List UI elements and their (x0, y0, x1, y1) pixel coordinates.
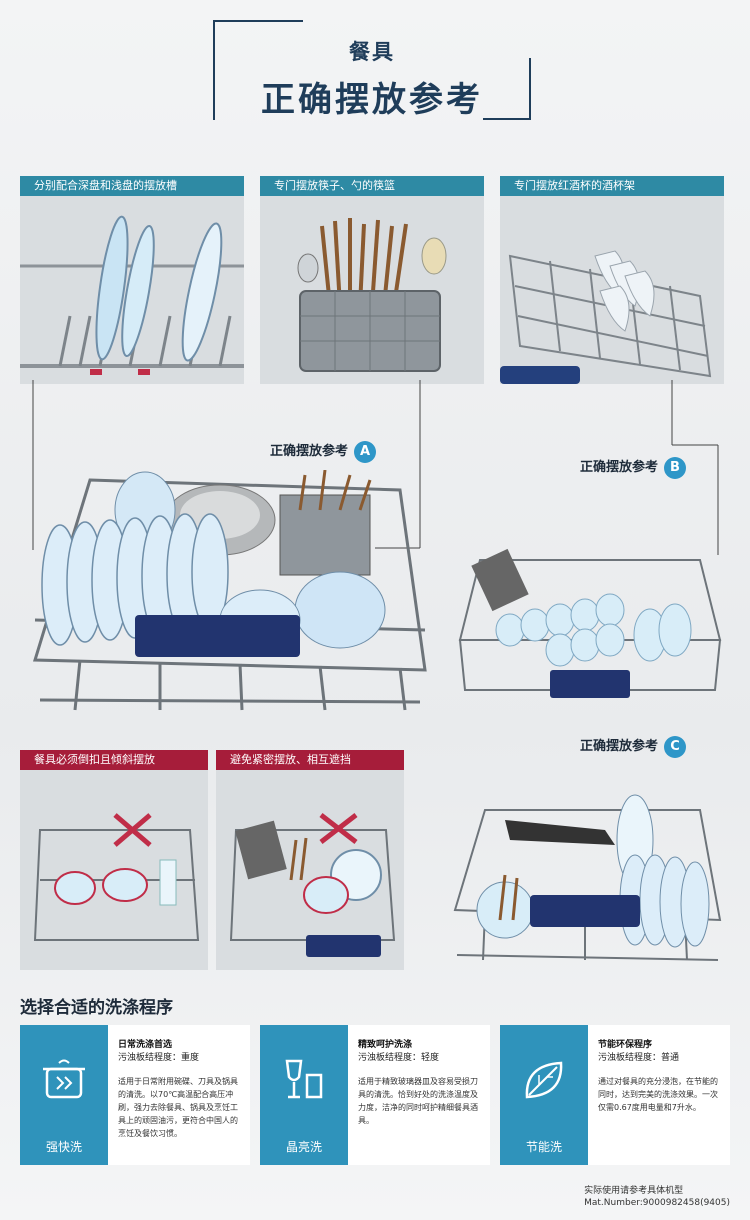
program-soil-level: 污浊板结程度：普通 (598, 1053, 680, 1063)
lower-rack-c-illustration (453, 794, 722, 961)
crowded-placement-illustration (229, 813, 396, 957)
reference-c-text: 正确摆放参考 (580, 739, 659, 754)
program-card-side: 晶亮洗 (260, 1025, 348, 1165)
frame-line (213, 20, 303, 22)
reference-b-label: 正确摆放参考 B (580, 456, 687, 479)
program-title: 精致呵护洗涤 (358, 1040, 413, 1050)
panel-header: 专门摆放筷子、勺的筷篮 (260, 176, 484, 196)
connector-lines (32, 380, 719, 555)
program-card-strong[interactable]: 强快洗 日常洗涤首选 污浊板结程度：重度 适用于日常附用碗碟、刀具及锅具的清洗。… (20, 1025, 250, 1165)
wine-rack-illustration (500, 250, 712, 384)
badge-b: B (664, 456, 687, 479)
program-details: 日常洗涤首选 污浊板结程度：重度 适用于日常附用碗碟、刀具及锅具的清洗。以70℃… (118, 1039, 243, 1140)
title-frame: 餐具 正确摆放参考 (213, 20, 531, 120)
program-name: 节能洗 (525, 1140, 562, 1154)
footnote-line: 实际使用请参考具体机型 (584, 1186, 684, 1196)
program-name: 晶亮洗 (285, 1140, 322, 1154)
page-title: 正确摆放参考 (261, 80, 483, 120)
programs-title: 选择合适的洗涤程序 (20, 998, 173, 1018)
program-description: 适用于日常附用碗碟、刀具及锅具的清洗。以70℃高温配合高压冲刷，强力去除餐具、锅… (118, 1077, 238, 1138)
reference-b-text: 正确摆放参考 (580, 460, 659, 475)
plate-rack-illustration (20, 215, 244, 375)
program-card-side: 节能洗 (500, 1025, 588, 1165)
footnote: 实际使用请参考具体机型 Mat.Number:9000982458(9405) (584, 1185, 730, 1209)
panel-header: 专门摆放红酒杯的酒杯架 (500, 176, 724, 196)
badge-c: C (664, 735, 687, 758)
panel-cutlery-basket: 专门摆放筷子、勺的筷篮 (260, 176, 484, 384)
program-card-crystal[interactable]: 晶亮洗 精致呵护洗涤 污浊板结程度：轻度 适用于精致玻璃器皿及容易受损刀具的清洗… (260, 1025, 490, 1165)
program-details: 节能环保程序 污浊板结程度：普通 通过对餐具的充分浸泡，在节能的同时，达到完美的… (598, 1039, 723, 1114)
page-subtitle: 餐具 (349, 40, 395, 64)
panel-header: 避免紧密摆放、相互遮挡 (216, 750, 404, 770)
program-card-eco[interactable]: 节能洗 节能环保程序 污浊板结程度：普通 通过对餐具的充分浸泡，在节能的同时，达… (500, 1025, 730, 1165)
program-title: 日常洗涤首选 (118, 1040, 173, 1050)
panel-wrong-placement-2: 避免紧密摆放、相互遮挡 (216, 750, 404, 970)
program-soil-level: 污浊板结程度：重度 (118, 1053, 200, 1063)
program-details: 精致呵护洗涤 污浊板结程度：轻度 适用于精致玻璃器皿及容易受损刀具的清洗。恰到好… (358, 1039, 483, 1127)
program-card-side: 强快洗 (20, 1025, 108, 1165)
panel-wrong-placement-1: 餐具必须倒扣且倾斜摆放 (20, 750, 208, 970)
panel-plate-slots: 分别配合深盘和浅盘的摆放槽 (20, 176, 244, 384)
frame-line (529, 58, 531, 120)
footnote-line: Mat.Number:9000982458(9405) (584, 1198, 730, 1208)
badge-a: A (354, 440, 377, 463)
program-description: 适用于精致玻璃器皿及容易受损刀具的清洗。恰到好处的洗涤温度及力度，洁净的同时呵护… (358, 1077, 478, 1125)
panel-header: 分别配合深盘和浅盘的摆放槽 (20, 176, 244, 196)
panel-wine-rack: 专门摆放红酒杯的酒杯架 (500, 176, 724, 384)
frame-line (213, 20, 215, 120)
reference-a-label: 正确摆放参考 A (270, 440, 377, 463)
program-soil-level: 污浊板结程度：轻度 (358, 1053, 440, 1063)
program-description: 通过对餐具的充分浸泡，在节能的同时，达到完美的洗涤效果。一次仅需0.67度用电量… (598, 1077, 718, 1112)
wrong-placement-illustration (33, 813, 200, 941)
pot-icon (43, 1059, 85, 1099)
reference-a-text: 正确摆放参考 (270, 444, 349, 459)
glass-icon (285, 1059, 323, 1099)
program-name: 强快洗 (45, 1140, 82, 1154)
frame-line (483, 118, 531, 120)
panel-header: 餐具必须倒扣且倾斜摆放 (20, 750, 208, 770)
reference-c-label: 正确摆放参考 C (580, 735, 687, 758)
leaf-icon (525, 1061, 563, 1099)
program-title: 节能环保程序 (598, 1040, 653, 1050)
lower-rack-a-illustration (32, 470, 427, 711)
upper-rack-b-illustration (458, 548, 722, 698)
cutlery-basket-illustration (297, 218, 447, 372)
